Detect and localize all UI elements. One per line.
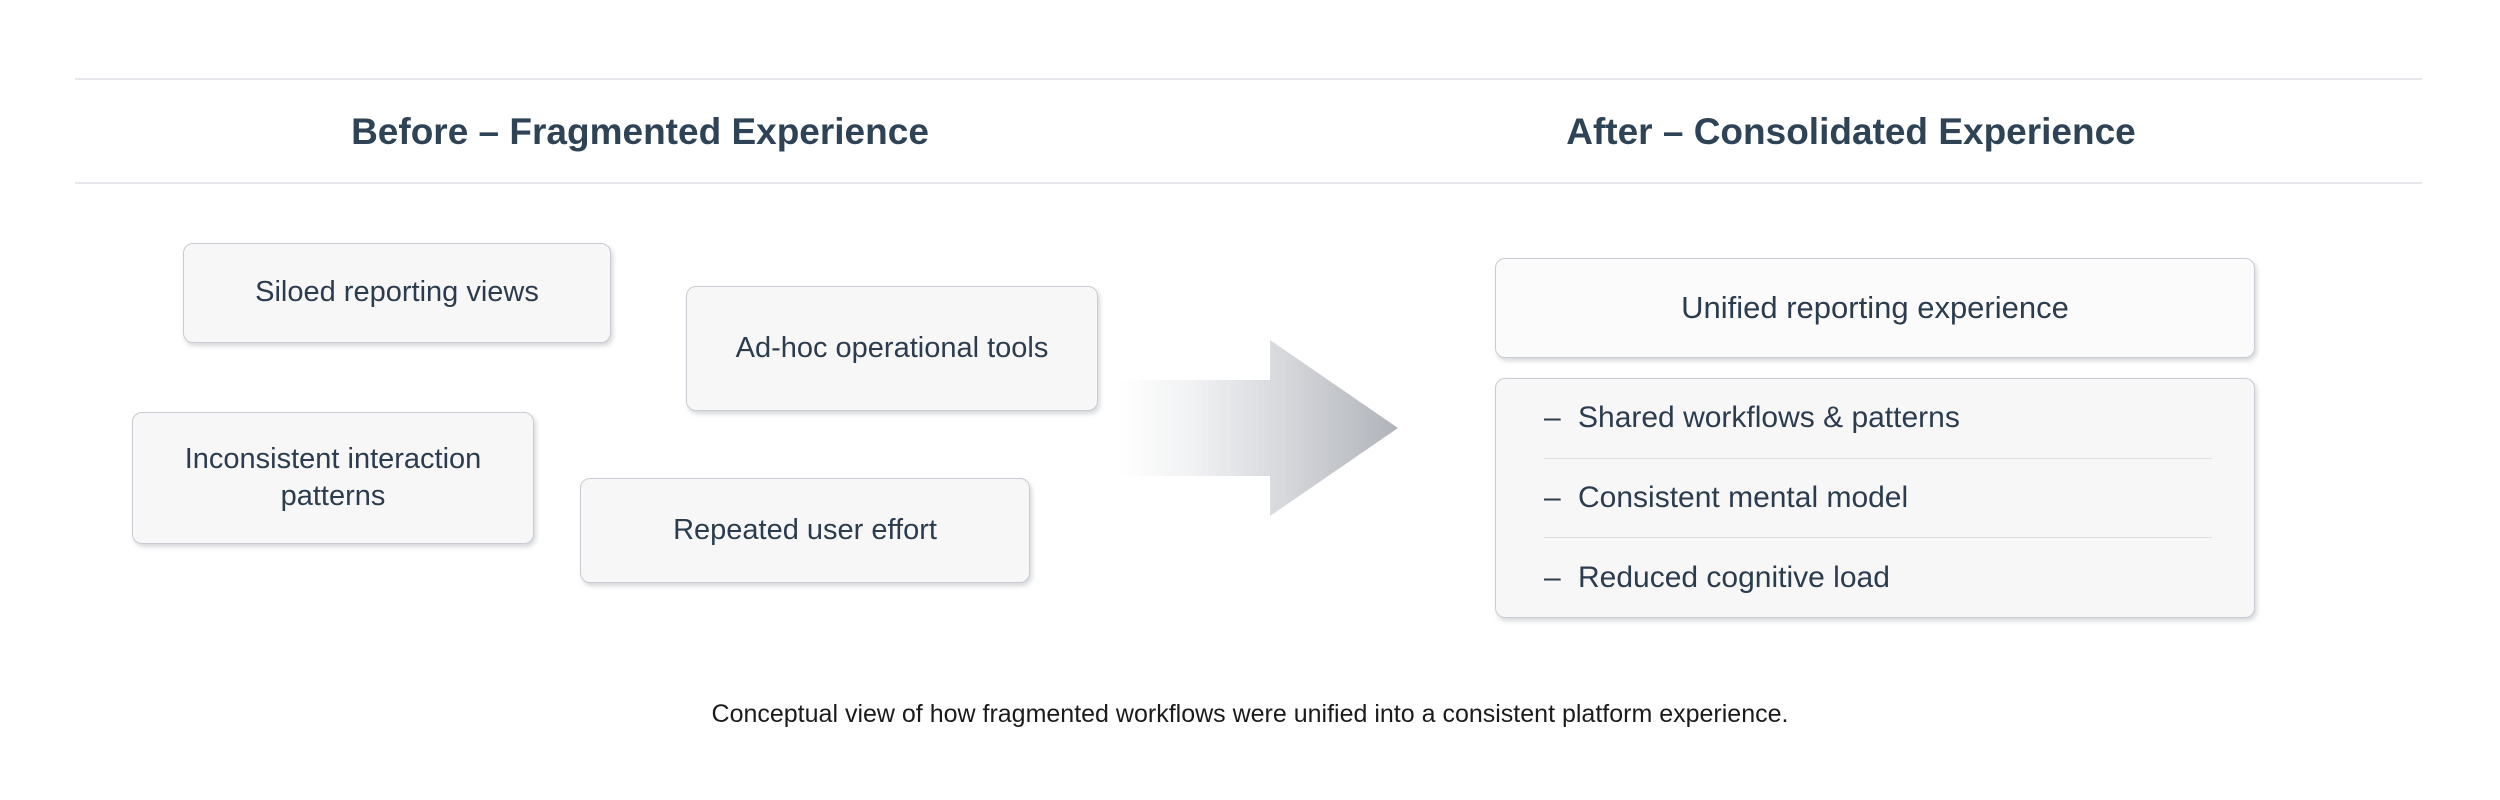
after-column-title: After – Consolidated Experience: [1566, 111, 2136, 152]
before-card-repeated-user-effort[interactable]: Repeated user effort: [580, 478, 1030, 583]
card-label: Inconsistent interaction patterns: [184, 442, 482, 512]
list-item[interactable]: – Reduced cognitive load: [1544, 538, 2212, 617]
list-item[interactable]: – Shared workflows & patterns: [1544, 379, 2212, 459]
after-benefits-list-panel: – Shared workflows & patterns – Consiste…: [1495, 378, 2255, 618]
dash-bullet-icon: –: [1544, 481, 1561, 514]
figure-caption: Conceptual view of how fragmented workfl…: [711, 700, 1789, 728]
list-item[interactable]: – Consistent mental model: [1544, 459, 2212, 539]
right-arrow-icon: [1118, 340, 1398, 516]
list-item-label: Reduced cognitive load: [1578, 560, 1890, 594]
before-card-adhoc-operational-tools[interactable]: Ad-hoc operational tools: [686, 286, 1098, 411]
transition-arrow: [1118, 328, 1398, 528]
before-card-inconsistent-interaction-patterns[interactable]: Inconsistent interaction patterns: [132, 412, 534, 544]
dash-bullet-icon: –: [1544, 401, 1561, 435]
header-divider-top: [75, 78, 2422, 80]
before-card-siloed-reporting-views[interactable]: Siloed reporting views: [183, 243, 611, 343]
header-divider-bottom: [75, 182, 2422, 184]
list-item-label: Shared workflows & patterns: [1578, 401, 1960, 435]
card-label: Ad-hoc operational tools: [735, 331, 1049, 364]
dash-bullet-icon: –: [1544, 560, 1561, 594]
list-item-label: Consistent mental model: [1578, 481, 1909, 514]
card-label: Repeated user effort: [673, 513, 937, 546]
after-card-unified-reporting-experience[interactable]: Unified reporting experience: [1495, 258, 2255, 358]
card-label: Siloed reporting views: [255, 276, 539, 309]
before-column-title: Before – Fragmented Experience: [351, 111, 929, 152]
card-label: Unified reporting experience: [1681, 290, 2069, 326]
